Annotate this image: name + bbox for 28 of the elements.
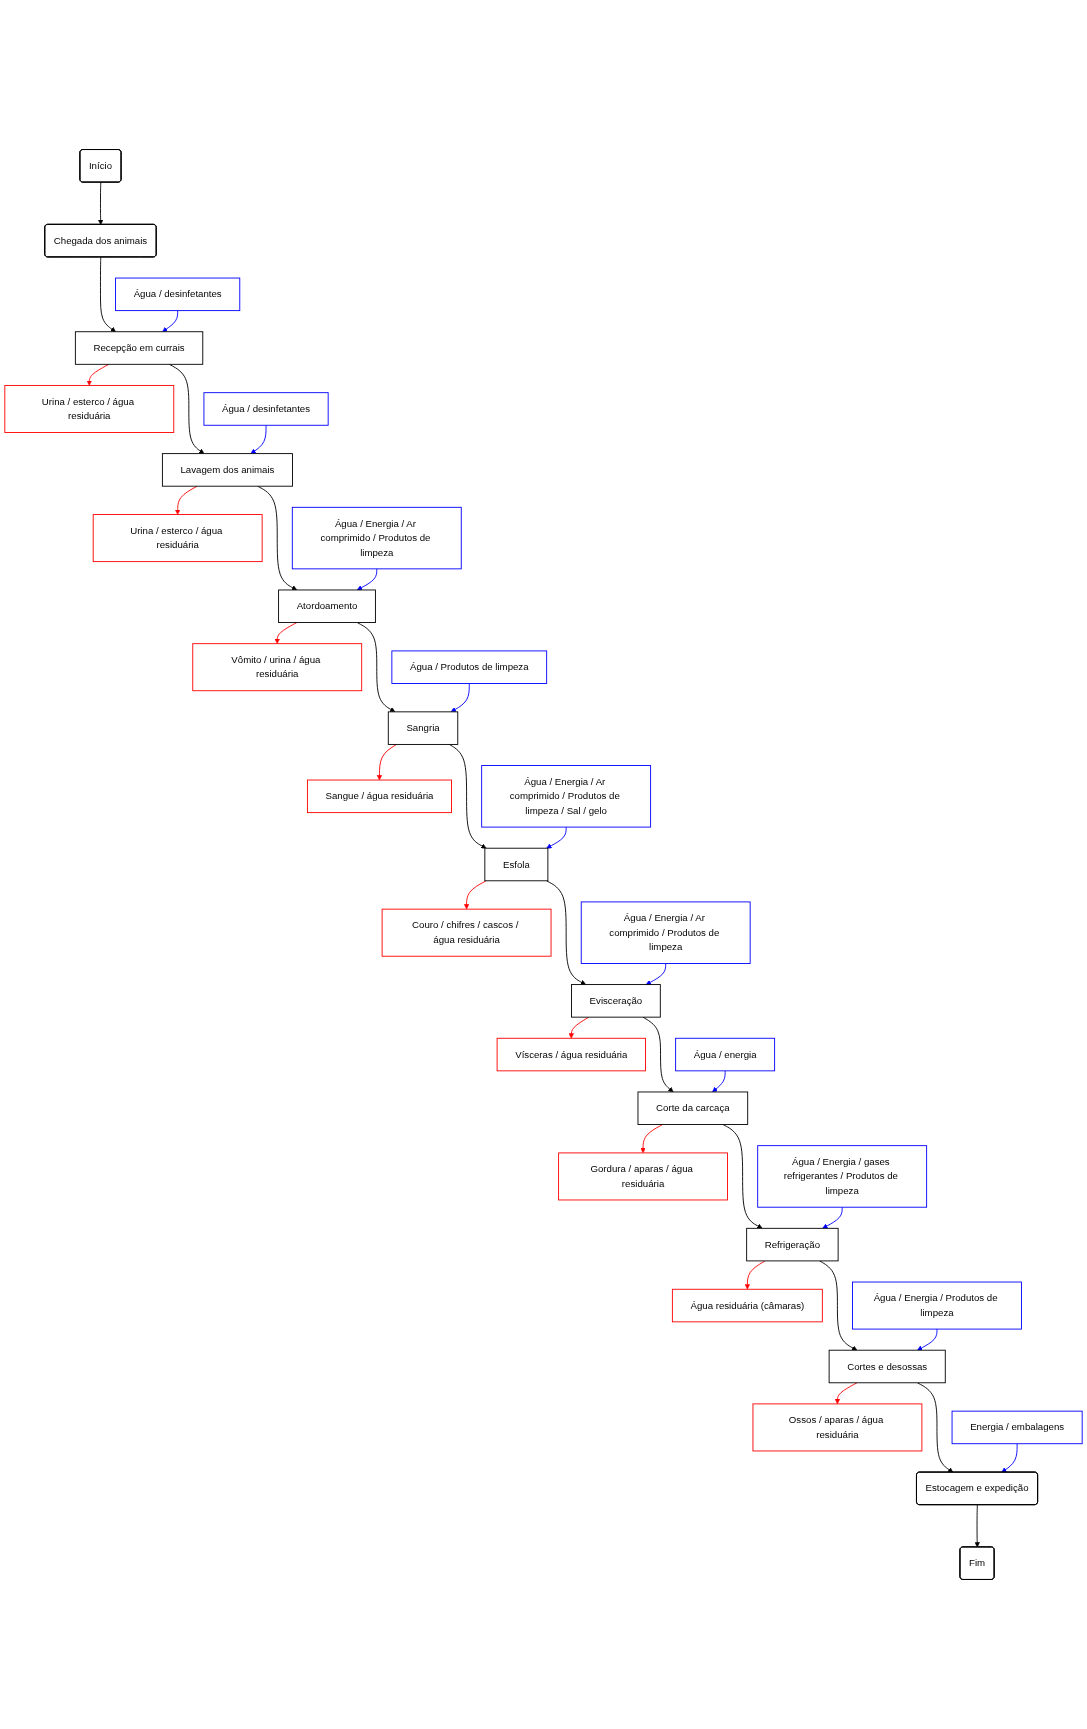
node-box: Corte da carcaça [637,1091,749,1125]
node-box: Vísceras / água residuária [496,1037,646,1072]
node-box: Vômito / urina / água residuária [192,643,363,692]
node-box: Esfola [484,847,549,882]
node-box: Lavagem dos animais [161,453,293,487]
node-box: Energia / embalagens [951,1410,1083,1445]
node-box: Água / Produtos de limpeza [391,650,548,684]
node-box: Refrigeração [746,1227,839,1262]
node-box: Atordoamento [278,589,376,623]
node-box: Recepção em currais [74,331,204,365]
node-box: Água / Energia / Produtos de limpeza [852,1281,1022,1330]
node-box: Água residuária (câmaras) [671,1288,823,1323]
node-box: Urina / esterco / água residuária [92,514,263,563]
node-box: Evisceração [571,984,661,1018]
node-box: Sangue / água residuária [306,779,452,814]
node-box: Água / energia [675,1037,776,1072]
node-box: Gordura / aparas / água residuária [558,1152,728,1201]
node-box: Água / desinfetantes [115,277,241,312]
node-box: Água / Energia / gases refrigerantes / Produtos de limpeza [757,1145,928,1208]
node-box: Água / Energia / Ar comprimido / Produtos de limpeza [291,506,462,570]
node-box: Ossos / aparas / água residuária [752,1403,923,1452]
node-box: Água / Energia / Ar comprimido / Produtos de limpeza / Sal / gelo [481,765,652,828]
node-box: Sangria [387,711,459,745]
node-box: Couro / chifres / cascos / água residuária [381,908,552,957]
node-box: Água / desinfetantes [203,392,329,426]
node-box: Cortes e desossas [828,1349,946,1384]
node-box: Urina / esterco / água residuária [4,385,175,433]
node-box: Água / Energia / Ar comprimido / Produtos de limpeza [580,901,751,964]
